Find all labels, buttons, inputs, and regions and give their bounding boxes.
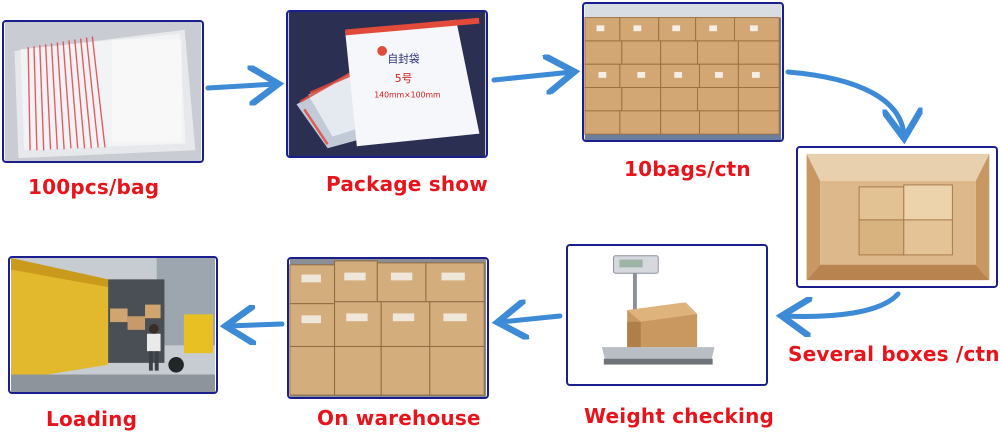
caption-weight-checking: Weight checking (584, 404, 775, 428)
arrow-bag-to-package (205, 84, 276, 88)
photo-weight-scale (566, 244, 768, 386)
photo-bag-stack (2, 20, 204, 163)
package-size-text: 5号 (395, 72, 413, 85)
caption-package-show: Package show (326, 172, 488, 196)
truck-loading-image (11, 258, 215, 392)
caption-several-boxes-ctn: Several boxes /ctn (788, 342, 1000, 366)
stacked-cartons-image (584, 4, 782, 140)
caption-100pcs-bag: 100pcs/bag (28, 175, 160, 199)
photo-stacked-cartons (582, 2, 784, 142)
platform-scale-image (568, 246, 766, 384)
package-dimensions-text: 140mm×100mm (374, 91, 440, 100)
arrow-carton-to-box (785, 69, 904, 136)
warehouse-cartons-image (289, 259, 487, 397)
arrow-package-to-carton (491, 72, 572, 80)
zip-bag-package-image: 自封袋 5号 140mm×100mm (288, 12, 486, 156)
photo-truck-loading (8, 256, 218, 394)
arrow-scale-to-warehouse (500, 316, 563, 322)
arrow-warehouse-to-loading (228, 324, 285, 326)
arrow-box-to-scale (784, 291, 901, 316)
photo-warehouse (287, 257, 489, 399)
caption-10bags-ctn: 10bags/ctn (624, 157, 751, 181)
package-brand-text: 自封袋 (388, 53, 420, 66)
photo-open-carton (796, 146, 998, 288)
open-carton-image (798, 148, 996, 286)
caption-on-warehouse: On warehouse (317, 406, 481, 430)
caption-loading: Loading (46, 407, 138, 431)
photo-package-show: 自封袋 5号 140mm×100mm (286, 10, 488, 158)
zip-bag-stack-image (4, 22, 202, 161)
